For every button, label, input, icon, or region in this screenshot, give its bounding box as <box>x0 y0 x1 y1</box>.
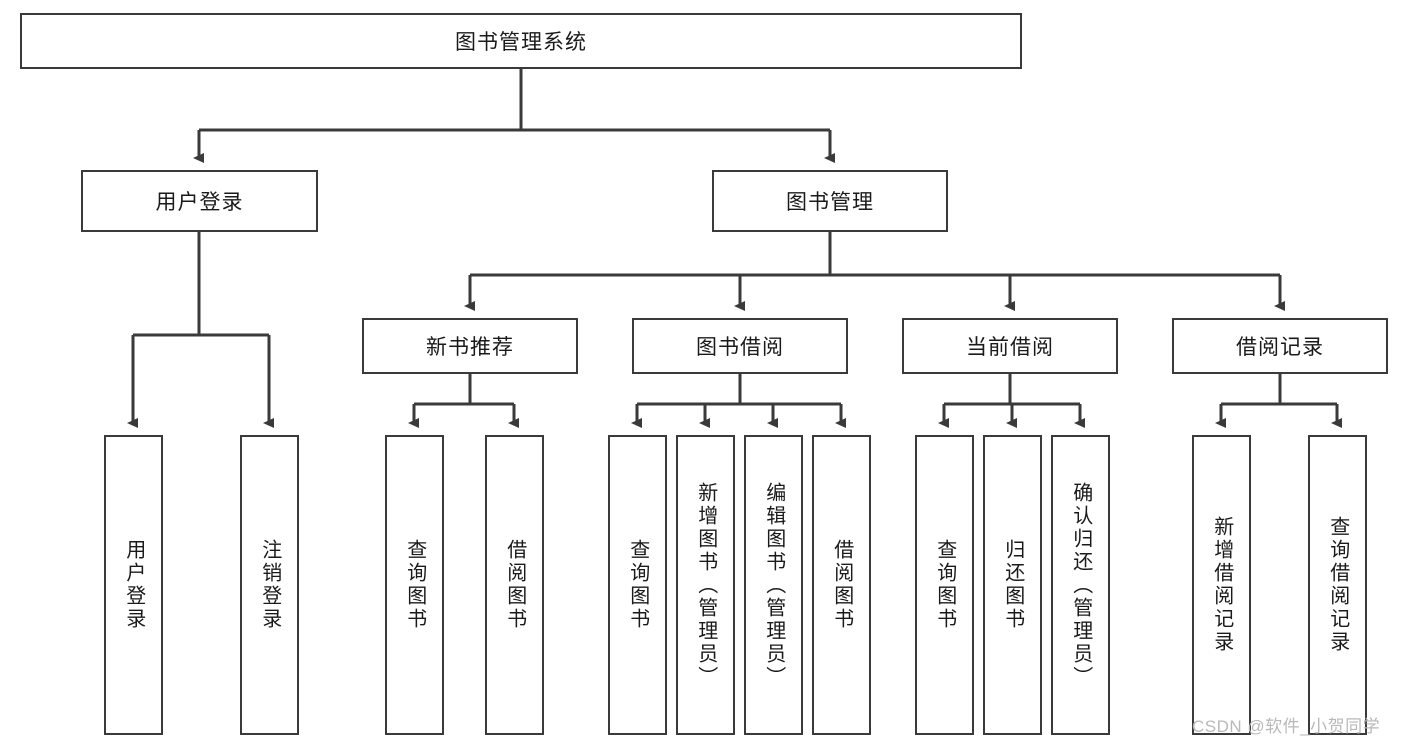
node-leaf-borrow-book-rec[interactable]: 借阅图书 <box>485 435 544 735</box>
node-book-management[interactable]: 图书管理 <box>712 170 948 232</box>
node-leaf-edit-book[interactable]: 编辑图书（管理员） <box>744 435 803 735</box>
node-leaf-add-record-label: 新增借阅记录 <box>1210 516 1233 654</box>
node-leaf-user-login[interactable]: 用户登录 <box>104 435 163 735</box>
node-book-borrow[interactable]: 图书借阅 <box>632 318 848 374</box>
node-user-login[interactable]: 用户登录 <box>81 170 318 232</box>
node-book-management-label: 图书管理 <box>786 191 874 214</box>
node-book-borrow-label: 图书借阅 <box>696 336 784 359</box>
node-leaf-return-book[interactable]: 归还图书 <box>983 435 1042 735</box>
node-leaf-borrow-book-rec-label: 借阅图书 <box>503 539 526 631</box>
node-leaf-query-book-cb-label: 查询图书 <box>933 539 956 631</box>
node-leaf-logout-label: 注销登录 <box>258 539 281 631</box>
node-leaf-user-login-label: 用户登录 <box>122 539 145 631</box>
node-current-borrow-label: 当前借阅 <box>966 336 1054 359</box>
node-leaf-add-book-label: 新增图书（管理员） <box>694 481 717 689</box>
node-new-book-recommend[interactable]: 新书推荐 <box>362 318 578 374</box>
node-leaf-query-book-rec[interactable]: 查询图书 <box>385 435 444 735</box>
csdn-watermark: CSDN @软件_小贺同学 <box>1192 717 1381 736</box>
node-leaf-query-record-label: 查询借阅记录 <box>1326 516 1349 654</box>
node-leaf-query-book-br-label: 查询图书 <box>626 539 649 631</box>
node-leaf-borrow-book-br[interactable]: 借阅图书 <box>812 435 871 735</box>
node-leaf-query-book-cb[interactable]: 查询图书 <box>915 435 974 735</box>
node-leaf-return-book-label: 归还图书 <box>1001 539 1024 631</box>
node-current-borrow[interactable]: 当前借阅 <box>902 318 1118 374</box>
node-leaf-query-book-br[interactable]: 查询图书 <box>608 435 667 735</box>
node-root-label: 图书管理系统 <box>455 31 587 54</box>
node-leaf-query-book-rec-label: 查询图书 <box>403 539 426 631</box>
node-leaf-add-book[interactable]: 新增图书（管理员） <box>676 435 735 735</box>
node-leaf-add-record[interactable]: 新增借阅记录 <box>1192 435 1251 735</box>
node-root[interactable]: 图书管理系统 <box>20 13 1022 69</box>
node-leaf-borrow-book-br-label: 借阅图书 <box>830 539 853 631</box>
node-leaf-confirm-return[interactable]: 确认归还（管理员） <box>1051 435 1110 735</box>
node-leaf-logout[interactable]: 注销登录 <box>240 435 299 735</box>
node-leaf-query-record[interactable]: 查询借阅记录 <box>1308 435 1367 735</box>
node-user-login-label: 用户登录 <box>155 191 244 214</box>
node-borrow-record[interactable]: 借阅记录 <box>1172 318 1388 374</box>
node-leaf-confirm-return-label: 确认归还（管理员） <box>1069 481 1092 689</box>
node-borrow-record-label: 借阅记录 <box>1236 336 1324 359</box>
node-new-book-recommend-label: 新书推荐 <box>426 336 514 359</box>
node-leaf-edit-book-label: 编辑图书（管理员） <box>762 481 785 689</box>
